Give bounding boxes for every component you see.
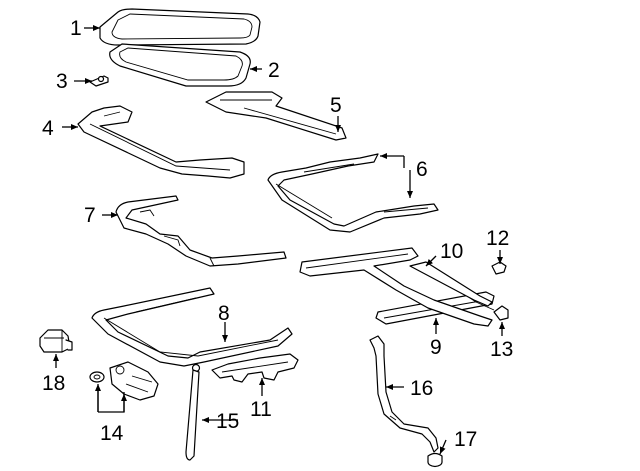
callout-9: 9 — [430, 336, 442, 359]
grommet-part[interactable] — [427, 452, 443, 468]
leader-lines — [53, 25, 505, 455]
callout-10: 10 — [440, 240, 463, 263]
callout-3: 3 — [56, 70, 68, 93]
front-drain-hose-part[interactable] — [185, 363, 201, 461]
callout-17: 17 — [454, 428, 477, 451]
control-module-part[interactable] — [39, 329, 73, 353]
rear-drain-hose-part[interactable] — [369, 335, 439, 453]
housing-frame-part[interactable] — [77, 105, 245, 179]
glass-panel-part[interactable] — [99, 8, 261, 46]
callout-13: 13 — [490, 338, 513, 361]
callout-7: 7 — [84, 204, 96, 227]
bolt-part[interactable] — [89, 75, 109, 87]
callout-labels: 1 2 3 4 5 6 7 8 9 10 11 12 13 14 15 16 1… — [42, 17, 513, 451]
callout-18: 18 — [42, 372, 65, 395]
motor-part[interactable] — [89, 361, 159, 401]
callout-16: 16 — [410, 377, 433, 400]
callout-8: 8 — [218, 302, 230, 325]
callout-4: 4 — [42, 117, 54, 140]
callout-11: 11 — [250, 398, 272, 421]
clip-part[interactable] — [491, 261, 507, 275]
rear-bracket-part[interactable] — [211, 353, 299, 383]
front-rail-part[interactable] — [205, 91, 347, 141]
stopper-part[interactable] — [493, 305, 509, 321]
callout-5: 5 — [330, 94, 342, 117]
glass-seal-part[interactable] — [109, 43, 251, 87]
callout-2: 2 — [268, 59, 280, 82]
callout-1: 1 — [70, 17, 82, 40]
drive-cable-part[interactable] — [115, 195, 287, 267]
callout-12: 12 — [486, 227, 509, 250]
callout-15: 15 — [216, 410, 239, 433]
drip-rail-part[interactable] — [267, 153, 439, 233]
rail-assembly-part[interactable] — [299, 247, 495, 327]
callout-6: 6 — [416, 158, 428, 181]
sunroof-frame-part[interactable] — [91, 287, 293, 367]
callout-14: 14 — [100, 422, 124, 445]
